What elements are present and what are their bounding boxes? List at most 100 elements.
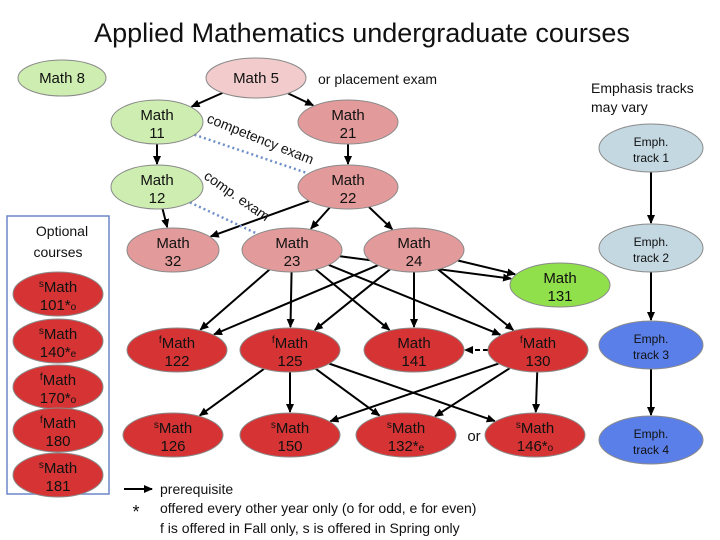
course-number-t1: track 1 [633, 151, 669, 165]
course-ellipse-t4 [598, 415, 704, 465]
course-ellipse-m126 [122, 412, 224, 458]
course-ellipse-m141 [363, 327, 465, 373]
edge-m125-m126 [198, 368, 265, 417]
course-label-m141: Math [397, 335, 430, 352]
course-label-m181: sMath [39, 460, 77, 478]
course-number-m122: 122 [164, 353, 189, 370]
course-ellipse-m140 [12, 318, 104, 364]
course-number-m130: 130 [525, 353, 550, 370]
course-number-m12: 12 [149, 190, 166, 207]
course-ellipse-m24 [363, 227, 465, 273]
edge-m24-m122 [213, 264, 379, 336]
edge-m130-m150 [329, 362, 499, 423]
course-node-t3: Emph. track 3 [598, 320, 704, 370]
course-number-m22: 22 [340, 190, 357, 207]
course-label-m122: fMath [159, 335, 195, 353]
course-node-t2: Emph.track 2 [598, 223, 704, 273]
edge-m5-m21 [287, 92, 315, 107]
course-label-m23: Math [275, 235, 308, 252]
course-label-m146: sMath [516, 420, 554, 438]
course-number-m141: 141 [401, 353, 426, 370]
course-label-m11: Math [140, 107, 173, 124]
emphasis-note-line2: may vary [591, 99, 648, 115]
edge-m23-m122 [199, 268, 271, 331]
course-ellipse-m125 [239, 327, 341, 373]
edge-m12-m23 [189, 201, 258, 235]
course-ellipse-m181 [12, 452, 104, 498]
course-label-m130: fMath [520, 335, 556, 353]
course-ellipse-t3 [598, 320, 704, 370]
course-number-m180: 180 [45, 433, 70, 450]
edge-m22-m23 [310, 206, 331, 230]
course-number-m146: 146*o [517, 438, 554, 455]
legend-star-text: offered every other year only (o for odd… [160, 500, 476, 516]
course-number-m170: 170*o [40, 390, 77, 407]
course-number-m21: 21 [340, 125, 357, 142]
course-label-m22: Math [331, 172, 364, 189]
course-ellipse-m150 [239, 412, 341, 458]
course-ellipse-m180 [12, 407, 104, 453]
legend: prerequisite * offered every other year … [124, 481, 476, 536]
course-label-t3: Emph. [634, 332, 669, 346]
course-label-t2: Emph. [634, 235, 669, 249]
course-label-m126: sMath [154, 420, 192, 438]
course-ellipse-m122 [126, 327, 228, 373]
placement-note: or placement exam [318, 71, 437, 87]
legend-star: * [132, 502, 139, 522]
course-number-t3: track 3 [633, 348, 669, 362]
course-label-m32: Math [156, 235, 189, 252]
course-ellipse-t2 [598, 223, 704, 273]
course-number-m32: 32 [165, 253, 182, 270]
course-number-m181: 181 [45, 478, 70, 495]
course-ellipse-m132 [355, 412, 457, 458]
course-label-m8: Math 8 [39, 70, 85, 87]
course-number-m126: 126 [160, 438, 185, 455]
course-label-t1: Emph. [634, 135, 669, 149]
edge-m130-m146 [532, 371, 541, 414]
course-node-t1: Emph. track 1 [598, 123, 704, 173]
optional-title-line2: courses [33, 244, 82, 260]
course-number-t4: track 4 [633, 443, 669, 457]
course-ellipse-m11 [110, 99, 204, 145]
course-number-m131: 131 [547, 288, 572, 305]
course-ellipse-m32 [126, 227, 220, 273]
course-node-m5: Math 5 [205, 57, 307, 99]
edges-layer [153, 91, 655, 423]
edge-m24-m125 [313, 268, 391, 331]
legend-arrow-text: prerequisite [160, 481, 233, 497]
course-number-m23: 23 [284, 253, 301, 270]
course-label-m24: Math [397, 235, 430, 252]
course-ellipse-m146 [484, 412, 586, 458]
edge-m24-m130 [437, 268, 515, 331]
edge-m23-m125 [286, 271, 295, 329]
course-label-m150: sMath [271, 420, 309, 438]
course-node-t4: Emph.track 4 [598, 415, 704, 465]
edge-m24-m131 [457, 259, 517, 277]
page-title: Applied Mathematics undergraduate course… [94, 18, 630, 48]
course-label-m131: Math [543, 270, 576, 287]
course-label-m140: sMath [39, 326, 77, 344]
course-number-m101: 101*o [40, 297, 77, 314]
emphasis-note-line1: Emphasis tracks [591, 80, 694, 96]
course-number-m140: 140*e [40, 344, 77, 361]
course-number-m125: 125 [277, 353, 302, 370]
course-label-m12: Math [140, 172, 173, 189]
course-ellipse-t1 [598, 123, 704, 173]
